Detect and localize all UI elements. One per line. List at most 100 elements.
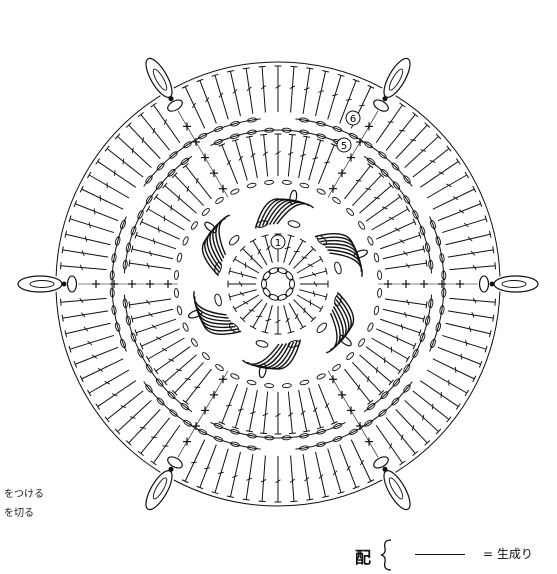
stitch-top	[146, 206, 150, 212]
round-4-dc	[129, 263, 171, 269]
round-6-dc	[316, 71, 326, 116]
round-6-dc	[262, 67, 265, 113]
chain-stitch	[174, 288, 179, 297]
chain-stitch	[377, 288, 382, 297]
stitch-cross	[227, 160, 231, 165]
stitch-cross	[194, 387, 200, 388]
round-4-dc	[383, 249, 424, 259]
stitch-top	[60, 262, 61, 269]
stitch-top	[233, 256, 237, 262]
outer-picot-inner	[151, 67, 169, 91]
stitch-top	[151, 103, 157, 107]
round-4-dc	[288, 135, 292, 177]
round-1-label: 1	[275, 238, 281, 249]
round-4-dc	[165, 186, 197, 214]
round-4-dc	[175, 362, 204, 392]
join-dot	[169, 96, 174, 101]
round-6-dc	[185, 87, 205, 129]
chain-stitch	[264, 383, 273, 388]
round-6-dc	[200, 80, 216, 123]
round-4-dc	[249, 137, 257, 178]
stitch-top	[456, 404, 460, 410]
stitch-cross	[185, 378, 191, 379]
round-6-dc	[118, 136, 152, 167]
legend-color-name: = 生成り	[483, 545, 533, 562]
stitch-top	[243, 499, 250, 500]
round-6-dc	[303, 454, 310, 500]
stitch-top	[426, 260, 427, 267]
petal-side-picot	[166, 98, 184, 114]
stitch-cross	[432, 404, 433, 410]
round-4-dc	[132, 309, 173, 319]
stitch-top	[260, 433, 267, 434]
round-6-dc	[82, 189, 123, 209]
stitch-top	[250, 239, 256, 243]
join-dot	[490, 282, 495, 287]
stitch-cross	[100, 195, 101, 201]
round-4-dc	[136, 319, 176, 333]
round-6-dc	[445, 234, 490, 245]
round-4-dc	[385, 299, 427, 305]
round-4-dc	[156, 197, 190, 221]
stitch-top	[129, 260, 130, 267]
round-6-dc	[396, 409, 427, 443]
stitch-top	[105, 417, 109, 422]
chain-stitch	[182, 236, 189, 246]
chain-stitch	[176, 306, 182, 316]
chain-stitch	[367, 236, 374, 246]
stitch-top	[138, 112, 143, 116]
stitch-top	[146, 356, 150, 362]
stitch-top	[289, 433, 296, 434]
join-dot	[383, 96, 388, 101]
stitch-top	[400, 103, 406, 107]
stitch-cross	[196, 178, 198, 183]
ring-chain	[284, 287, 294, 298]
round-4-dc	[132, 249, 173, 259]
stitch-cross	[140, 427, 146, 428]
round-4-dc	[385, 263, 427, 269]
round-4-dc	[222, 384, 238, 423]
chain-stitch	[230, 373, 240, 380]
brace-icon	[377, 538, 397, 572]
stitch-top	[320, 306, 324, 312]
chain-stitch	[373, 253, 379, 263]
petal-side-picot	[480, 276, 489, 292]
round-6-dc	[66, 323, 111, 334]
stitch-cross	[153, 238, 154, 244]
stitch-top	[62, 246, 63, 253]
stitch-top	[250, 326, 256, 330]
stitch-cross	[158, 227, 159, 233]
round-6-dc	[328, 449, 341, 493]
round-1-marker: 1	[271, 235, 285, 249]
round-4-dc	[360, 355, 392, 383]
chain-stitch	[230, 188, 240, 195]
round-6-dc	[438, 347, 481, 364]
round-6-dc	[185, 440, 205, 482]
stitch-top	[243, 68, 250, 69]
stitch-top	[426, 301, 427, 308]
round-6-dc	[61, 266, 107, 270]
round-6-dc	[82, 359, 123, 379]
stitch-cross	[324, 162, 330, 163]
stitch-cross	[399, 130, 405, 131]
round-6-dc	[230, 71, 240, 116]
stitch-top	[60, 299, 61, 306]
round-6-dc	[433, 359, 474, 379]
petal-side-picot	[372, 98, 390, 114]
join-dot	[383, 467, 388, 472]
stitch-cross	[226, 405, 232, 406]
stitch-top	[412, 451, 417, 455]
stitch-top	[62, 315, 63, 322]
round-6-dc	[413, 149, 449, 178]
round-6-dc	[316, 452, 326, 497]
round-4-dc	[380, 235, 420, 249]
round-6-dc	[246, 454, 253, 500]
chain-stitch	[264, 180, 273, 185]
stitch-top	[303, 136, 310, 137]
chain-stitch	[346, 352, 355, 361]
round-4-dc	[309, 140, 321, 180]
round-6-dc	[445, 323, 490, 334]
stitch-cross	[365, 188, 371, 189]
stitch-top	[398, 194, 402, 200]
round-1-dc	[299, 271, 326, 278]
